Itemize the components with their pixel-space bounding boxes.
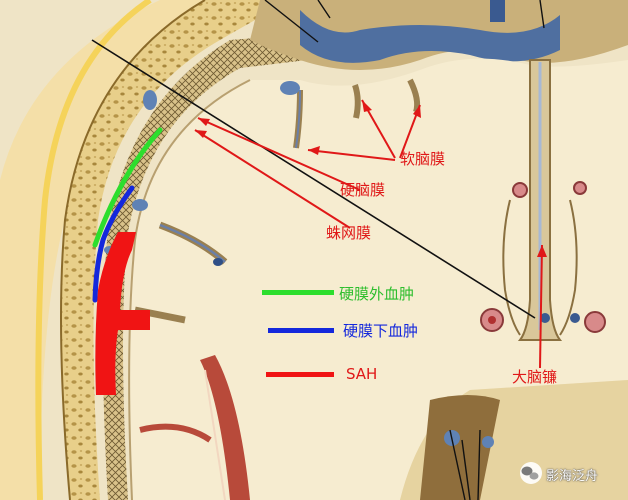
legend-label-sah: SAH: [346, 365, 378, 383]
sah-marker: [95, 232, 150, 395]
label-falx-cerebri: 大脑镰: [512, 368, 558, 386]
label-dura-mater: 硬脑膜: [340, 181, 386, 199]
scalp-layer: [0, 0, 310, 500]
label-pia-mater: 软脑膜: [400, 150, 446, 168]
epidural-hematoma-marker: [92, 127, 163, 248]
skull-bone: [61, 0, 290, 500]
brain-cortex: [129, 58, 628, 500]
legend-label-subdural: 硬膜下血肿: [343, 322, 419, 340]
wechat-icon: [520, 462, 542, 484]
guide-line: [91, 39, 536, 319]
legend-swatches: [262, 290, 334, 377]
superior-sagittal-sinus: [300, 10, 560, 63]
cerebral-vessels: [200, 355, 250, 500]
legend-swatch-epidural: [262, 290, 334, 295]
subdural-hematoma-marker: [92, 185, 135, 303]
label-arachnoid: 蛛网膜: [326, 224, 372, 242]
watermark-text: 影海泛舟: [546, 469, 599, 484]
legend-swatch-sah: [266, 372, 334, 377]
legend-label-epidural: 硬膜外血肿: [339, 285, 415, 303]
legend-swatch-subdural: [268, 328, 334, 333]
